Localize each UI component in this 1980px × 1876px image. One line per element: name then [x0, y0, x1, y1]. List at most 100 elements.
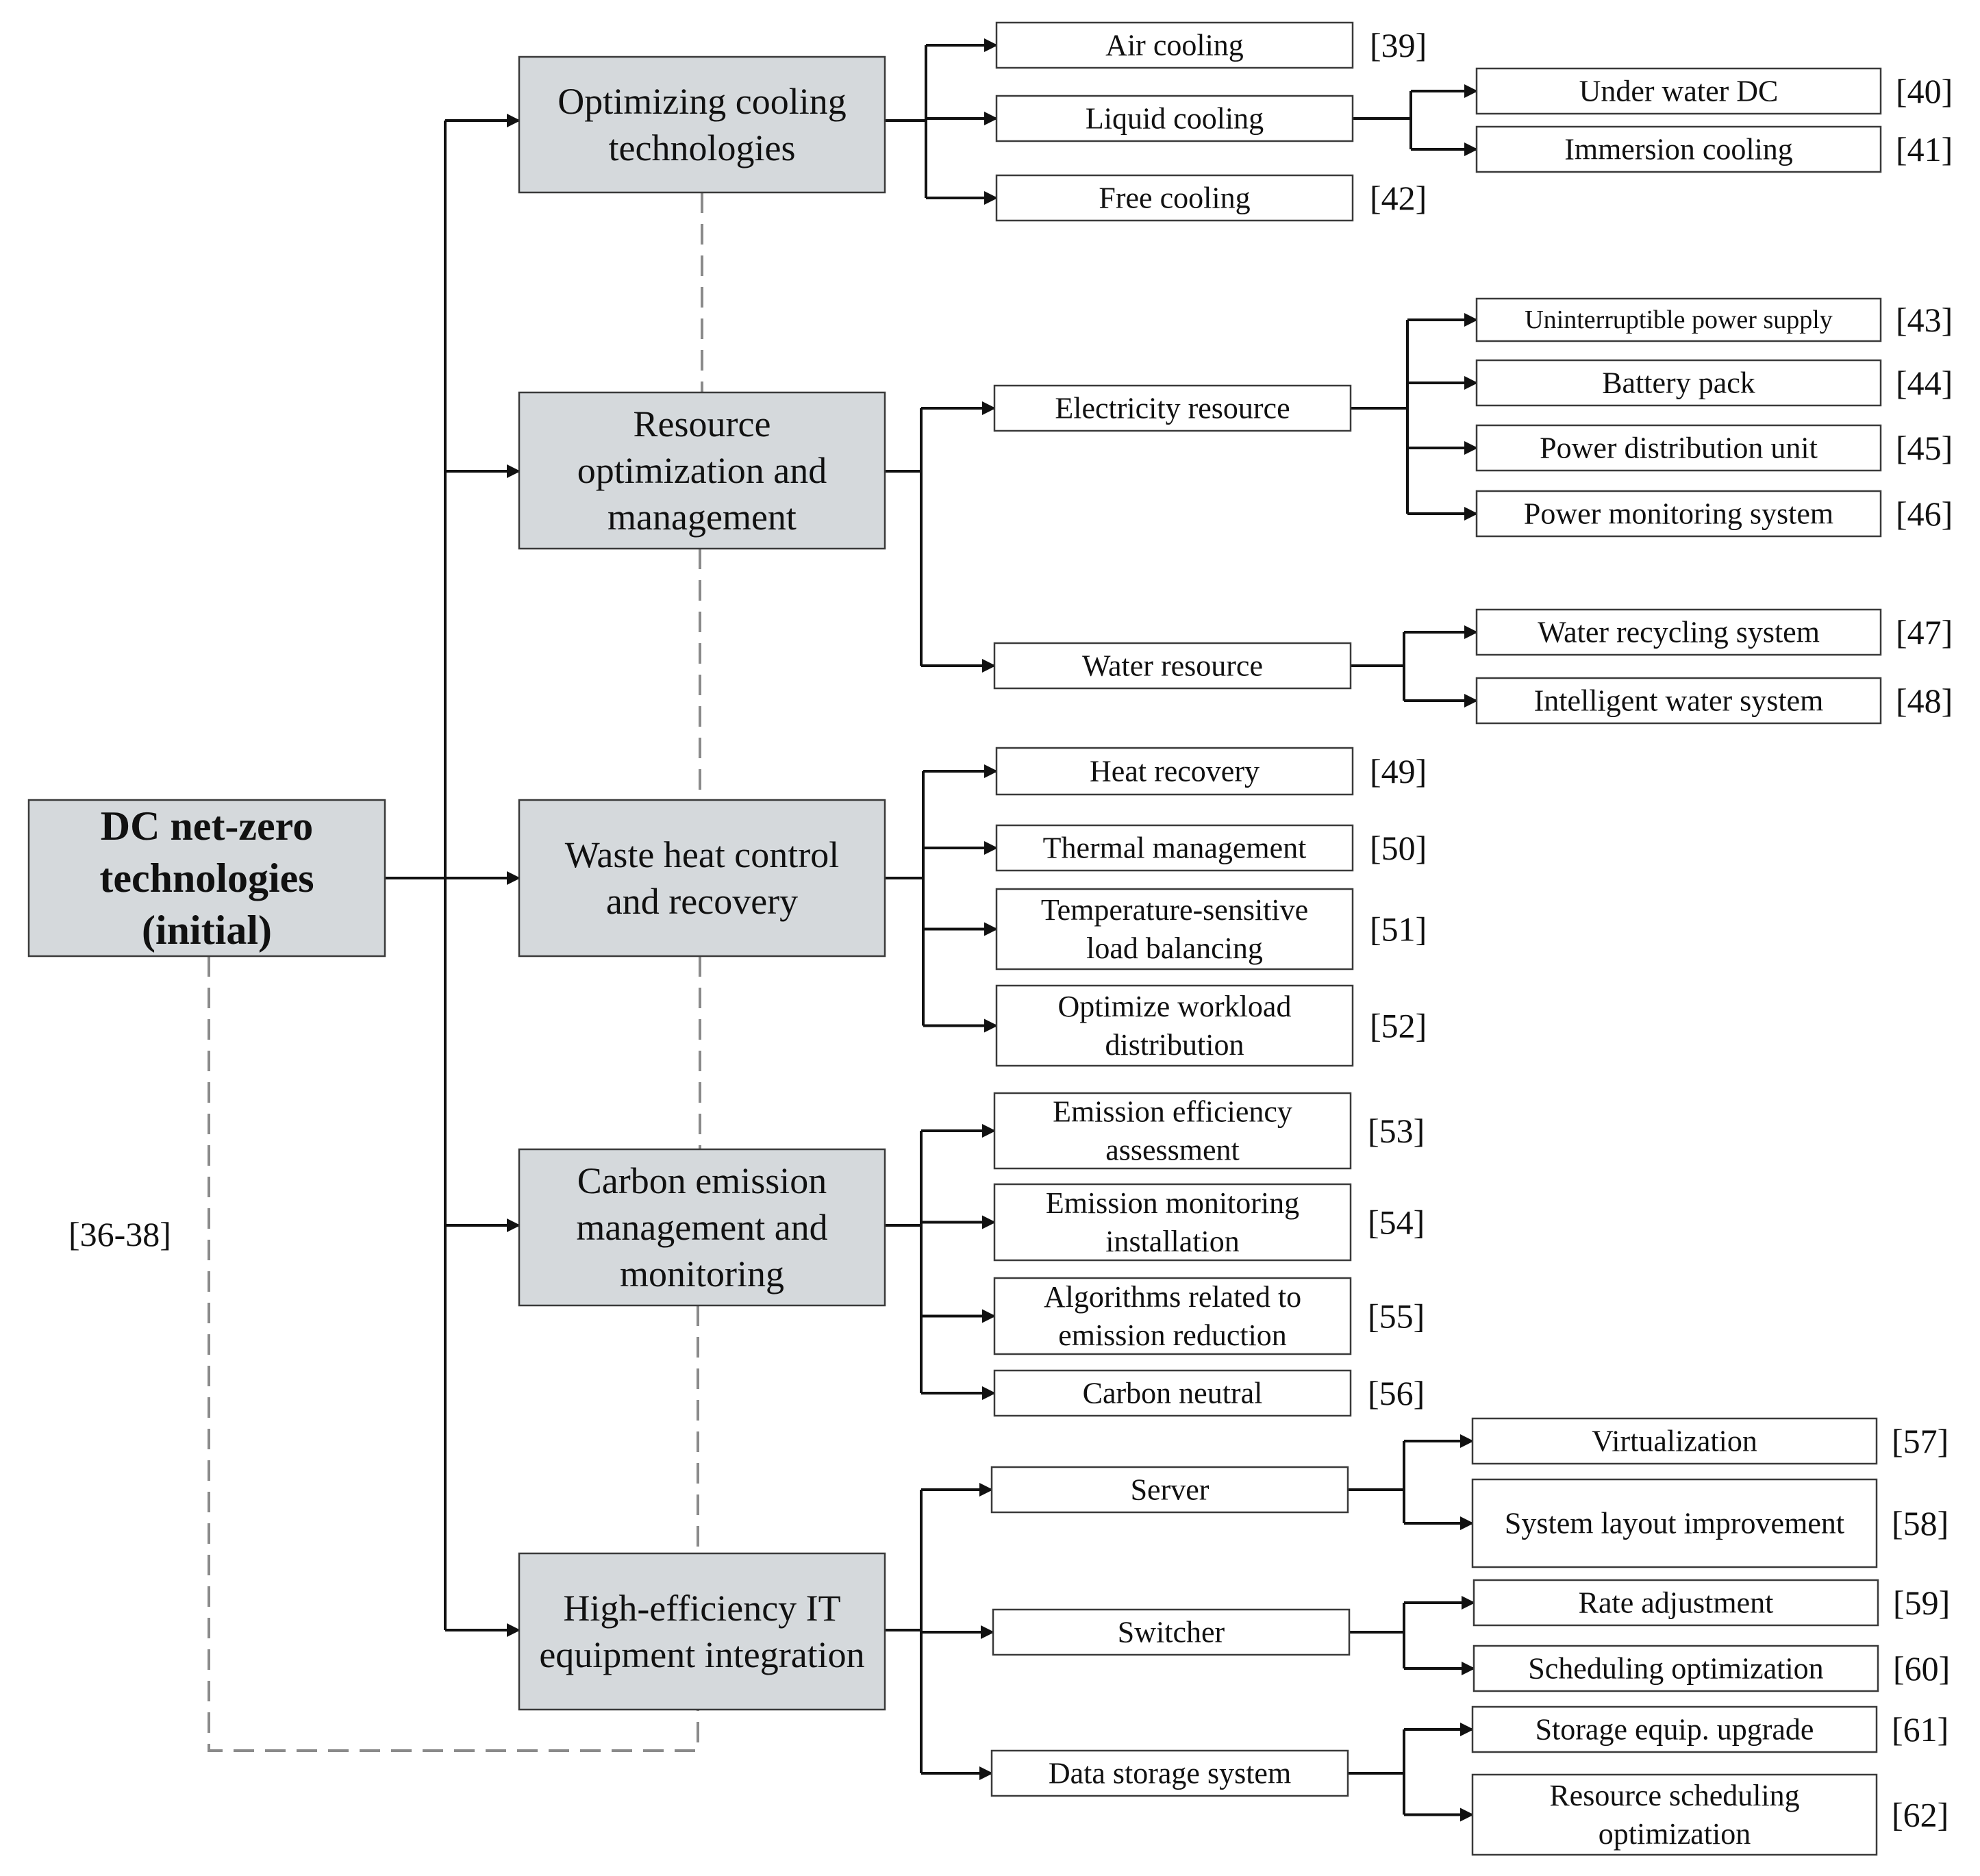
item-carbon-neutral-box [993, 1369, 1352, 1417]
leaf-power-distribution-unit-box [1475, 424, 1882, 472]
item-switcher-box [992, 1608, 1351, 1656]
leaf-intelligent-water-system: Intelligent water system [1475, 677, 1882, 725]
leaf-under-water-dc: Under water DC [1475, 67, 1882, 115]
item-carbon-neutral: Carbon neutral [993, 1369, 1352, 1417]
item-free-cooling: Free cooling [995, 174, 1354, 222]
item-air-cooling: Air cooling [995, 21, 1354, 69]
item-emission-efficiency-assessment-label: Emission efficiency [1053, 1095, 1292, 1129]
leaf-rate-adjustment: Rate adjustment [1473, 1579, 1879, 1627]
category-waste-heat-control-and-recovery-box [518, 799, 886, 958]
item-electricity-resource: Electricity resource [993, 384, 1352, 432]
leaf-water-recycling-system-box [1475, 608, 1882, 656]
reference-label: [49] [1370, 752, 1427, 790]
leaf-power-monitoring-system: Power monitoring system [1475, 490, 1882, 538]
category-waste-heat-control-and-recovery-label: Waste heat control [565, 834, 840, 875]
reference-label: [61] [1892, 1710, 1948, 1749]
reference-label: [52] [1370, 1007, 1427, 1045]
reference-label: [55] [1368, 1297, 1425, 1336]
item-thermal-management: Thermal management [995, 824, 1354, 872]
category-resource-optimization-and-management-label: optimization and [577, 450, 827, 491]
leaf-rate-adjustment-label: Rate adjustment [1579, 1586, 1774, 1620]
category-carbon-emission-management-and-monitoring-label: management and [576, 1207, 827, 1248]
category-carbon-emission-management-and-monitoring-box [518, 1148, 886, 1307]
item-optimize-workload-distribution-label: Optimize workload [1058, 990, 1292, 1023]
item-emission-efficiency-assessment-label: assessment [1105, 1134, 1240, 1167]
item-switcher-label: Switcher [1118, 1616, 1225, 1649]
item-heat-recovery-label: Heat recovery [1090, 755, 1260, 788]
category-high-efficiency-it-equipment-integration-label: equipment integration [539, 1634, 864, 1675]
item-emission-efficiency-assessment: Emission efficiency assessment [993, 1092, 1352, 1170]
leaf-storage-equip-upgrade-label: Storage equip. upgrade [1536, 1713, 1814, 1747]
item-algorithms-related-to-emission-reduction-label: Algorithms related to [1044, 1280, 1301, 1314]
leaf-scheduling-optimization: Scheduling optimization [1473, 1644, 1879, 1692]
item-heat-recovery-box [995, 747, 1354, 796]
reference-label: [43] [1896, 301, 1953, 339]
reference-label: [45] [1896, 429, 1953, 467]
leaf-battery-pack: Battery pack [1475, 359, 1882, 407]
item-data-storage-system-box [990, 1749, 1349, 1797]
leaf-scheduling-optimization-label: Scheduling optimization [1528, 1652, 1823, 1686]
leaf-intelligent-water-system-box [1475, 677, 1882, 725]
category-resource-optimization-and-management-label: management [607, 497, 797, 538]
leaf-power-distribution-unit: Power distribution unit [1475, 424, 1882, 472]
item-server: Server [990, 1466, 1349, 1514]
item-optimize-workload-distribution-label: distribution [1105, 1028, 1244, 1062]
item-water-resource-label: Water resource [1082, 649, 1263, 683]
reference-label: [41] [1896, 130, 1953, 168]
leaf-water-recycling-system: Water recycling system [1475, 608, 1882, 656]
item-liquid-cooling-label: Liquid cooling [1086, 102, 1264, 136]
reference-label: [54] [1368, 1203, 1425, 1242]
item-thermal-management-label: Thermal management [1043, 831, 1307, 865]
reference-label: [53] [1368, 1112, 1425, 1150]
leaf-rate-adjustment-box [1473, 1579, 1879, 1627]
reference-label: [44] [1896, 364, 1953, 402]
item-thermal-management-box [995, 824, 1354, 872]
category-optimizing-cooling-technologies-label: technologies [609, 127, 796, 168]
reference-label: [59] [1893, 1584, 1950, 1622]
item-water-resource-box [993, 642, 1352, 690]
leaf-virtualization-box [1471, 1417, 1878, 1465]
leaf-system-layout-improvement-box [1471, 1478, 1878, 1568]
item-algorithms-related-to-emission-reduction-label: emission reduction [1058, 1318, 1287, 1352]
root-dashed-loop [208, 956, 699, 1752]
leaf-virtualization-label: Virtualization [1592, 1425, 1757, 1458]
item-data-storage-system: Data storage system [990, 1749, 1349, 1797]
item-liquid-cooling-box [995, 95, 1354, 142]
reference-label: [40] [1896, 72, 1953, 110]
item-server-label: Server [1131, 1473, 1210, 1507]
item-optimize-workload-distribution-box [995, 984, 1354, 1067]
leaf-resource-scheduling-optimization-label: optimization [1599, 1817, 1751, 1851]
leaf-battery-pack-label: Battery pack [1602, 366, 1755, 400]
root-node-dc-net-zero-label: (initial) [142, 908, 272, 953]
reference-label: [47] [1896, 613, 1953, 651]
item-emission-efficiency-assessment-box [993, 1092, 1352, 1170]
item-temperature-sensitive-load-balancing-label: load balancing [1086, 931, 1263, 965]
reference-label: [42] [1370, 179, 1427, 217]
leaf-under-water-dc-label: Under water DC [1579, 75, 1779, 108]
item-algorithms-related-to-emission-reduction-box [993, 1277, 1352, 1355]
node-boxes: DC net-zerotechnologies(initial)[36-38]O… [27, 21, 1953, 1856]
item-emission-monitoring-installation-label: Emission monitoring [1046, 1186, 1299, 1220]
reference-label: [50] [1370, 829, 1427, 867]
reference-label: [57] [1892, 1422, 1948, 1460]
item-electricity-resource-box [993, 384, 1352, 432]
category-optimizing-cooling-technologies-box [518, 55, 886, 194]
root-node-dc-net-zero-label: technologies [99, 855, 314, 901]
item-air-cooling-label: Air cooling [1105, 29, 1244, 62]
item-switcher: Switcher [992, 1608, 1351, 1656]
category-resource-optimization-and-management-label: Resource [634, 403, 771, 445]
leaf-resource-scheduling-optimization-label: Resource scheduling [1549, 1779, 1799, 1812]
leaf-system-layout-improvement: System layout improvement [1471, 1478, 1878, 1568]
item-server-box [990, 1466, 1349, 1514]
category-carbon-emission-management-and-monitoring-label: monitoring [620, 1253, 784, 1295]
leaf-storage-equip-upgrade: Storage equip. upgrade [1471, 1705, 1878, 1753]
leaf-power-monitoring-system-box [1475, 490, 1882, 538]
leaf-storage-equip-upgrade-box [1471, 1705, 1878, 1753]
leaf-uninterruptible-power-supply: Uninterruptible power supply [1475, 297, 1882, 342]
item-carbon-neutral-label: Carbon neutral [1083, 1377, 1263, 1410]
